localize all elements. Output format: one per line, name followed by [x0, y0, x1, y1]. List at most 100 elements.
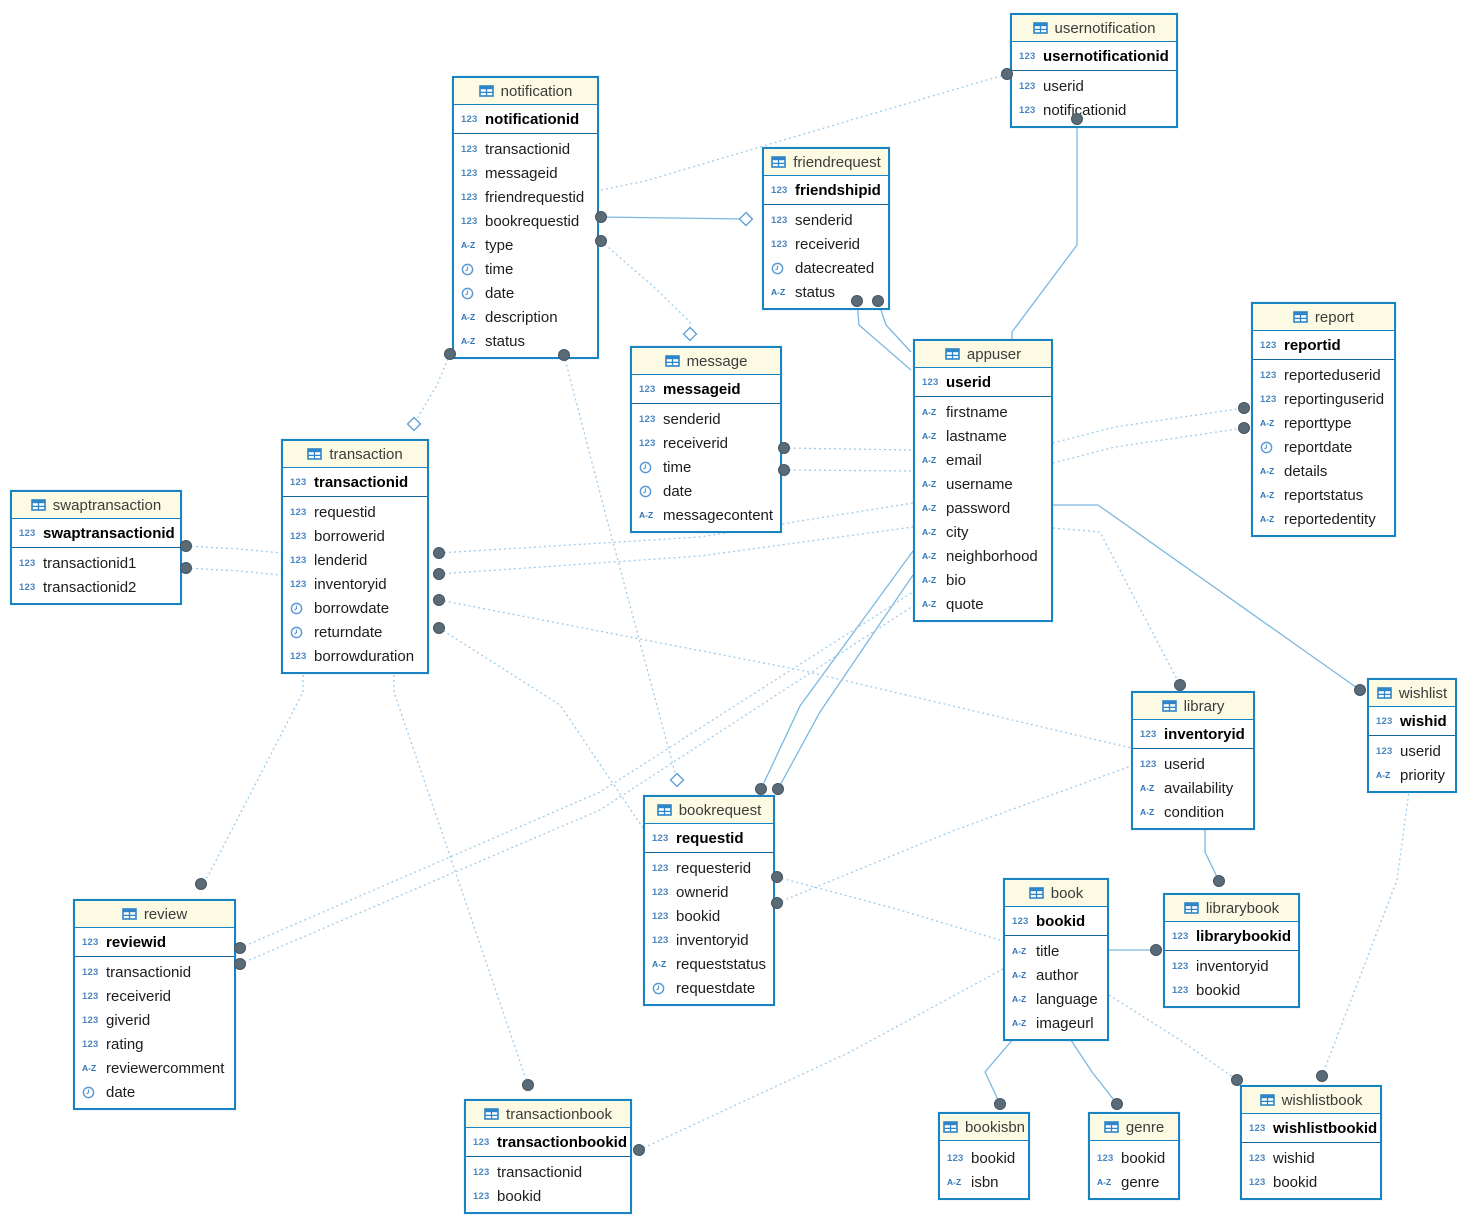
relationship-line[interactable]: [777, 574, 914, 790]
relationship-line[interactable]: [185, 545, 282, 554]
table-header-notification[interactable]: notification: [454, 78, 597, 105]
column-row-datecreated[interactable]: datecreated: [764, 256, 888, 280]
relationship-line[interactable]: [600, 216, 747, 220]
table-header-message[interactable]: message: [632, 348, 780, 375]
column-row-time[interactable]: time: [632, 455, 780, 479]
relationship-line[interactable]: [776, 765, 1132, 904]
table-header-librarybook[interactable]: librarybook: [1165, 895, 1298, 922]
relationship-line[interactable]: [239, 605, 914, 965]
column-row-date[interactable]: date: [75, 1080, 234, 1104]
relationship-line[interactable]: [600, 73, 1008, 191]
table-header-wishlist[interactable]: wishlist: [1369, 680, 1455, 707]
table-header-report[interactable]: report: [1253, 304, 1394, 331]
relationship-line[interactable]: [1053, 504, 1361, 691]
column-row-reportdate[interactable]: reportdate: [1253, 435, 1394, 459]
table-header-review[interactable]: review: [75, 901, 234, 928]
relationship-line[interactable]: [1052, 427, 1245, 464]
column-row-date[interactable]: date: [632, 479, 780, 503]
relationship-line[interactable]: [413, 353, 451, 425]
table-header-book[interactable]: book: [1005, 880, 1107, 907]
table-header-transactionbook[interactable]: transactionbook: [466, 1101, 630, 1128]
relationship-line[interactable]: [563, 354, 678, 781]
relationship-line[interactable]: [1011, 119, 1078, 340]
relationship-line[interactable]: [438, 526, 914, 575]
relationship-line[interactable]: [1204, 822, 1220, 882]
table-header-bookisbn[interactable]: bookisbn: [940, 1114, 1028, 1141]
table-header-library[interactable]: library: [1133, 693, 1253, 720]
table-header-usernotification[interactable]: usernotification: [1012, 15, 1176, 42]
relationship-line[interactable]: [1108, 994, 1238, 1081]
relationship-line[interactable]: [393, 665, 529, 1086]
relationship-line[interactable]: [1052, 527, 1181, 686]
relationship-line[interactable]: [1321, 783, 1411, 1077]
column-row-date[interactable]: date: [454, 281, 597, 305]
